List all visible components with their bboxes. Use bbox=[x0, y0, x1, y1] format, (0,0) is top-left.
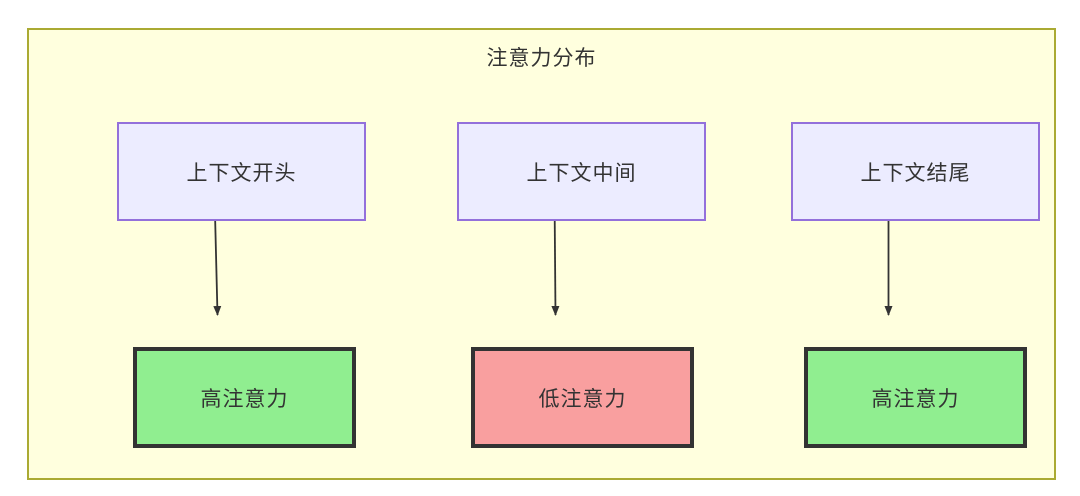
node-attention-high-end[interactable]: 高注意力 bbox=[804, 347, 1027, 448]
node-label: 上下文开头 bbox=[186, 161, 297, 185]
subgraph-container: 注意力分布 上下文开头 上下文中间 上下文结尾 高注意力 bbox=[27, 28, 1056, 480]
node-context-start[interactable]: 上下文开头 bbox=[117, 122, 366, 221]
node-context-middle[interactable]: 上下文中间 bbox=[457, 122, 706, 221]
node-label: 高注意力 bbox=[200, 387, 289, 411]
node-label: 高注意力 bbox=[871, 387, 960, 411]
node-attention-high-start[interactable]: 高注意力 bbox=[133, 347, 356, 448]
node-attention-low-middle[interactable]: 低注意力 bbox=[471, 347, 694, 448]
node-context-end[interactable]: 上下文结尾 bbox=[791, 122, 1040, 221]
node-label: 上下文结尾 bbox=[860, 161, 971, 185]
subgraph-title: 注意力分布 bbox=[486, 47, 597, 70]
node-label: 上下文中间 bbox=[526, 161, 637, 185]
node-label: 低注意力 bbox=[538, 387, 627, 411]
